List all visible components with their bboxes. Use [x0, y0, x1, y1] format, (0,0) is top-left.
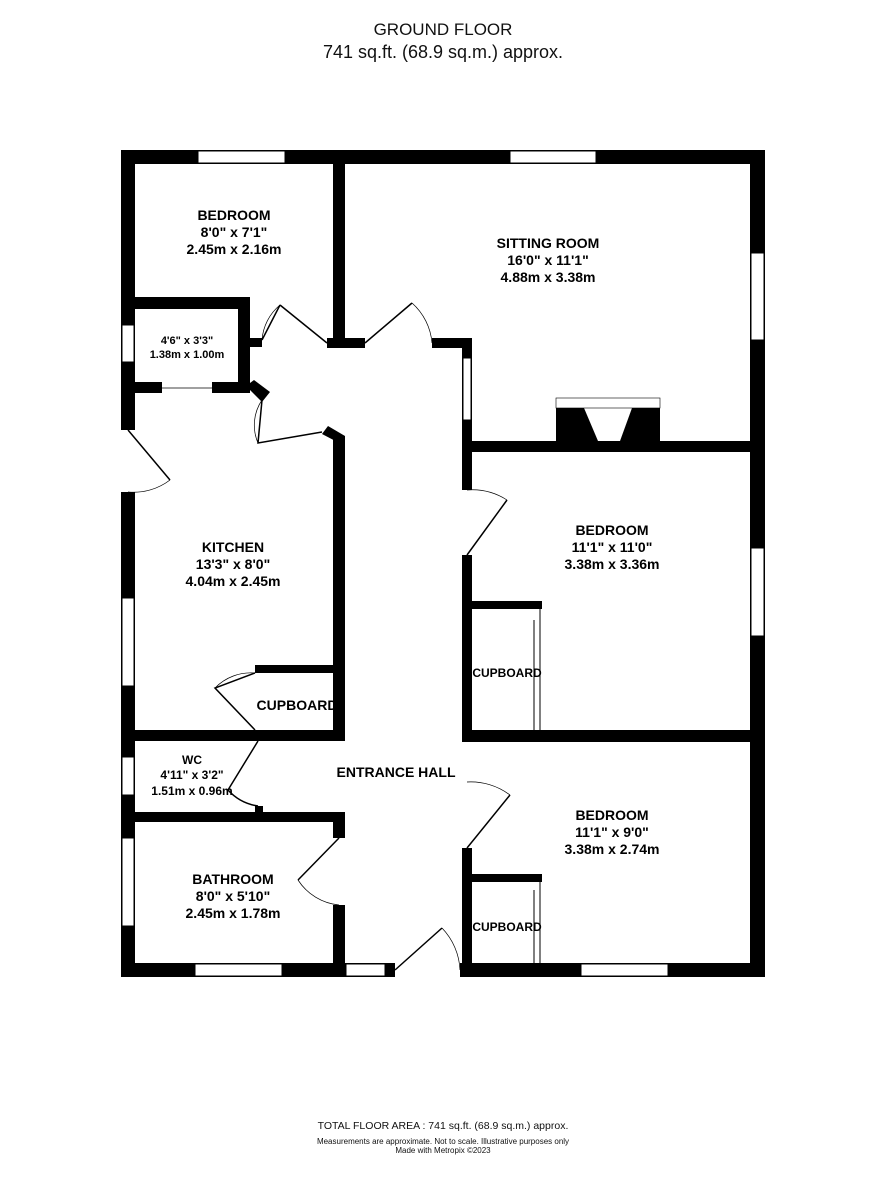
window — [197, 150, 286, 164]
window — [345, 963, 386, 977]
fireplace — [555, 397, 661, 441]
svg-text:2.45m x 1.78m: 2.45m x 1.78m — [186, 905, 281, 921]
doors — [127, 302, 541, 971]
svg-text:BEDROOM: BEDROOM — [197, 207, 270, 223]
credit: Made with Metropix ©2023 — [395, 1146, 491, 1155]
svg-text:KITCHEN: KITCHEN — [202, 539, 264, 555]
svg-text:BEDROOM: BEDROOM — [575, 807, 648, 823]
total-floor-area: TOTAL FLOOR AREA : 741 sq.ft. (68.9 sq.m… — [317, 1120, 569, 1132]
svg-text:4'6" x 3'3": 4'6" x 3'3" — [161, 335, 213, 347]
svg-text:2.45m x 2.16m: 2.45m x 2.16m — [187, 241, 282, 257]
window — [750, 547, 765, 637]
room-bedroom-2: BEDROOM 11'1" x 11'0" 3.38m x 3.36m — [565, 522, 660, 572]
floor-area: 741 sq.ft. (68.9 sq.m.) approx. — [322, 42, 564, 62]
room-cupboard-bedroom-3: CUPBOARD — [472, 920, 542, 934]
window — [121, 756, 135, 796]
room-cupboard-kitchen: CUPBOARD — [257, 697, 338, 713]
window — [462, 357, 472, 421]
svg-text:8'0" x 7'1": 8'0" x 7'1" — [201, 224, 268, 240]
window — [121, 597, 135, 687]
window — [121, 324, 135, 363]
room-cupboard-bedroom-2: CUPBOARD — [472, 666, 542, 680]
window — [750, 252, 765, 341]
floor-title: GROUND FLOOR — [373, 20, 513, 39]
room-bedroom-3: BEDROOM 11'1" x 9'0" 3.38m x 2.74m — [565, 807, 660, 857]
room-entrance-hall: ENTRANCE HALL — [337, 764, 456, 780]
svg-text:1.38m x 1.00m: 1.38m x 1.00m — [150, 349, 225, 361]
svg-text:11'1" x 9'0": 11'1" x 9'0" — [575, 824, 649, 840]
disclaimer: Measurements are approximate. Not to sca… — [316, 1137, 570, 1146]
svg-text:4.04m x 2.45m: 4.04m x 2.45m — [186, 573, 281, 589]
window — [580, 963, 669, 977]
svg-text:4.88m x 3.38m: 4.88m x 3.38m — [501, 269, 596, 285]
room-bedroom-1: BEDROOM 8'0" x 7'1" 2.45m x 2.16m — [187, 207, 282, 257]
window — [509, 150, 597, 164]
svg-text:BEDROOM: BEDROOM — [575, 522, 648, 538]
svg-text:1.51m x 0.96m: 1.51m x 0.96m — [151, 784, 232, 798]
room-store: 4'6" x 3'3" 1.38m x 1.00m — [150, 335, 225, 361]
svg-text:16'0" x 11'1": 16'0" x 11'1" — [507, 252, 588, 268]
svg-text:SITTING ROOM: SITTING ROOM — [497, 235, 600, 251]
svg-text:WC: WC — [182, 753, 202, 767]
svg-text:13'3" x 8'0": 13'3" x 8'0" — [196, 556, 270, 572]
room-kitchen: KITCHEN 13'3" x 8'0" 4.04m x 2.45m — [186, 539, 281, 589]
room-bathroom: BATHROOM 8'0" x 5'10" 2.45m x 1.78m — [186, 871, 281, 921]
svg-text:8'0" x 5'10": 8'0" x 5'10" — [196, 888, 270, 904]
window — [121, 837, 135, 927]
svg-text:3.38m x 3.36m: 3.38m x 3.36m — [565, 556, 660, 572]
windows — [121, 150, 765, 977]
svg-text:11'1" x 11'0": 11'1" x 11'0" — [572, 539, 653, 555]
svg-text:4'11" x 3'2": 4'11" x 3'2" — [160, 768, 223, 782]
room-wc: WC 4'11" x 3'2" 1.51m x 0.96m — [151, 753, 232, 798]
svg-text:3.38m x 2.74m: 3.38m x 2.74m — [565, 841, 660, 857]
window — [194, 963, 283, 977]
room-sitting-room: SITTING ROOM 16'0" x 11'1" 4.88m x 3.38m — [497, 235, 600, 285]
svg-text:BATHROOM: BATHROOM — [192, 871, 273, 887]
